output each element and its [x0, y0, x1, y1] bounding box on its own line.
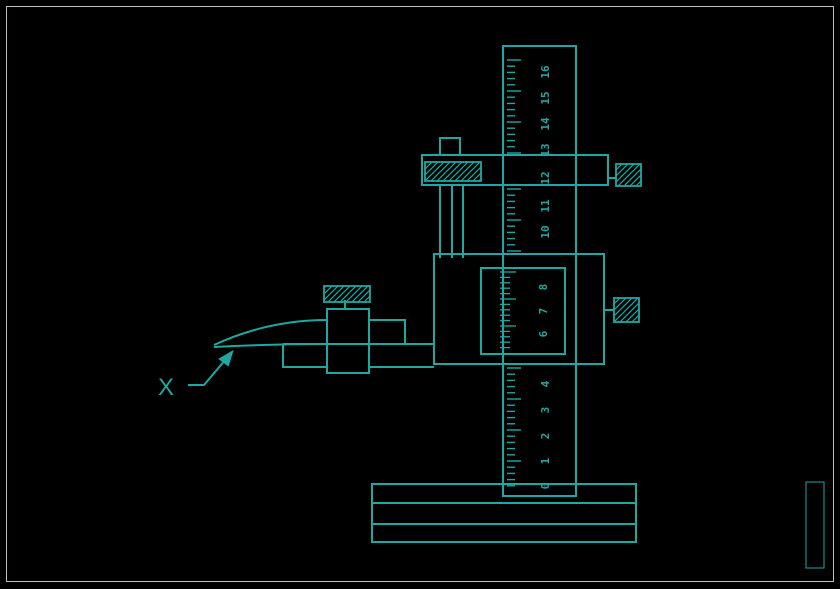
scale-label-lower: 4 [539, 380, 552, 387]
callout-label-x: X [158, 374, 174, 401]
scale-label-upper: 11 [539, 199, 552, 213]
vernier-graduations [500, 271, 516, 349]
scale-label-upper: 13 [539, 143, 552, 156]
vernier-label: 6 [537, 330, 550, 337]
vernier-window [480, 267, 566, 355]
scriber-clamp [326, 308, 370, 374]
upper-slider-post [439, 137, 461, 156]
vernier-slider [433, 253, 605, 365]
scale-label-lower: 2 [539, 433, 552, 440]
vernier-labels: 6 7 8 [537, 284, 550, 338]
main-scale-graduations [507, 59, 521, 487]
vernier-lock-knob [613, 297, 640, 323]
scale-label-lower: 3 [539, 407, 552, 414]
scale-label-upper: 14 [539, 117, 552, 131]
drawing-border [6, 6, 834, 582]
clamp-screw-knob [323, 285, 371, 303]
scale-label-upper: 12 [539, 171, 552, 184]
vernier-label: 8 [537, 284, 550, 291]
scale-label-upper: 10 [539, 225, 552, 238]
upper-fine-adjust-knob [424, 161, 482, 182]
scale-label-upper: 15 [539, 91, 552, 104]
scriber-lower-edge [213, 343, 328, 348]
title-stamp [805, 481, 825, 569]
scriber-upper-edge [213, 319, 328, 346]
vernier-label: 7 [537, 308, 550, 315]
scale-label-lower: 0 [539, 483, 552, 490]
callout-leader [188, 351, 233, 386]
upper-lock-knob [615, 163, 642, 187]
scale-label-upper: 16 [539, 65, 552, 79]
scriber-arm-left [282, 344, 327, 368]
clamp-step [369, 319, 406, 344]
scale-label-lower: 1 [539, 457, 552, 464]
callout-arrowhead [218, 349, 234, 367]
upper-slider [421, 154, 609, 186]
main-scale-column [502, 45, 577, 497]
